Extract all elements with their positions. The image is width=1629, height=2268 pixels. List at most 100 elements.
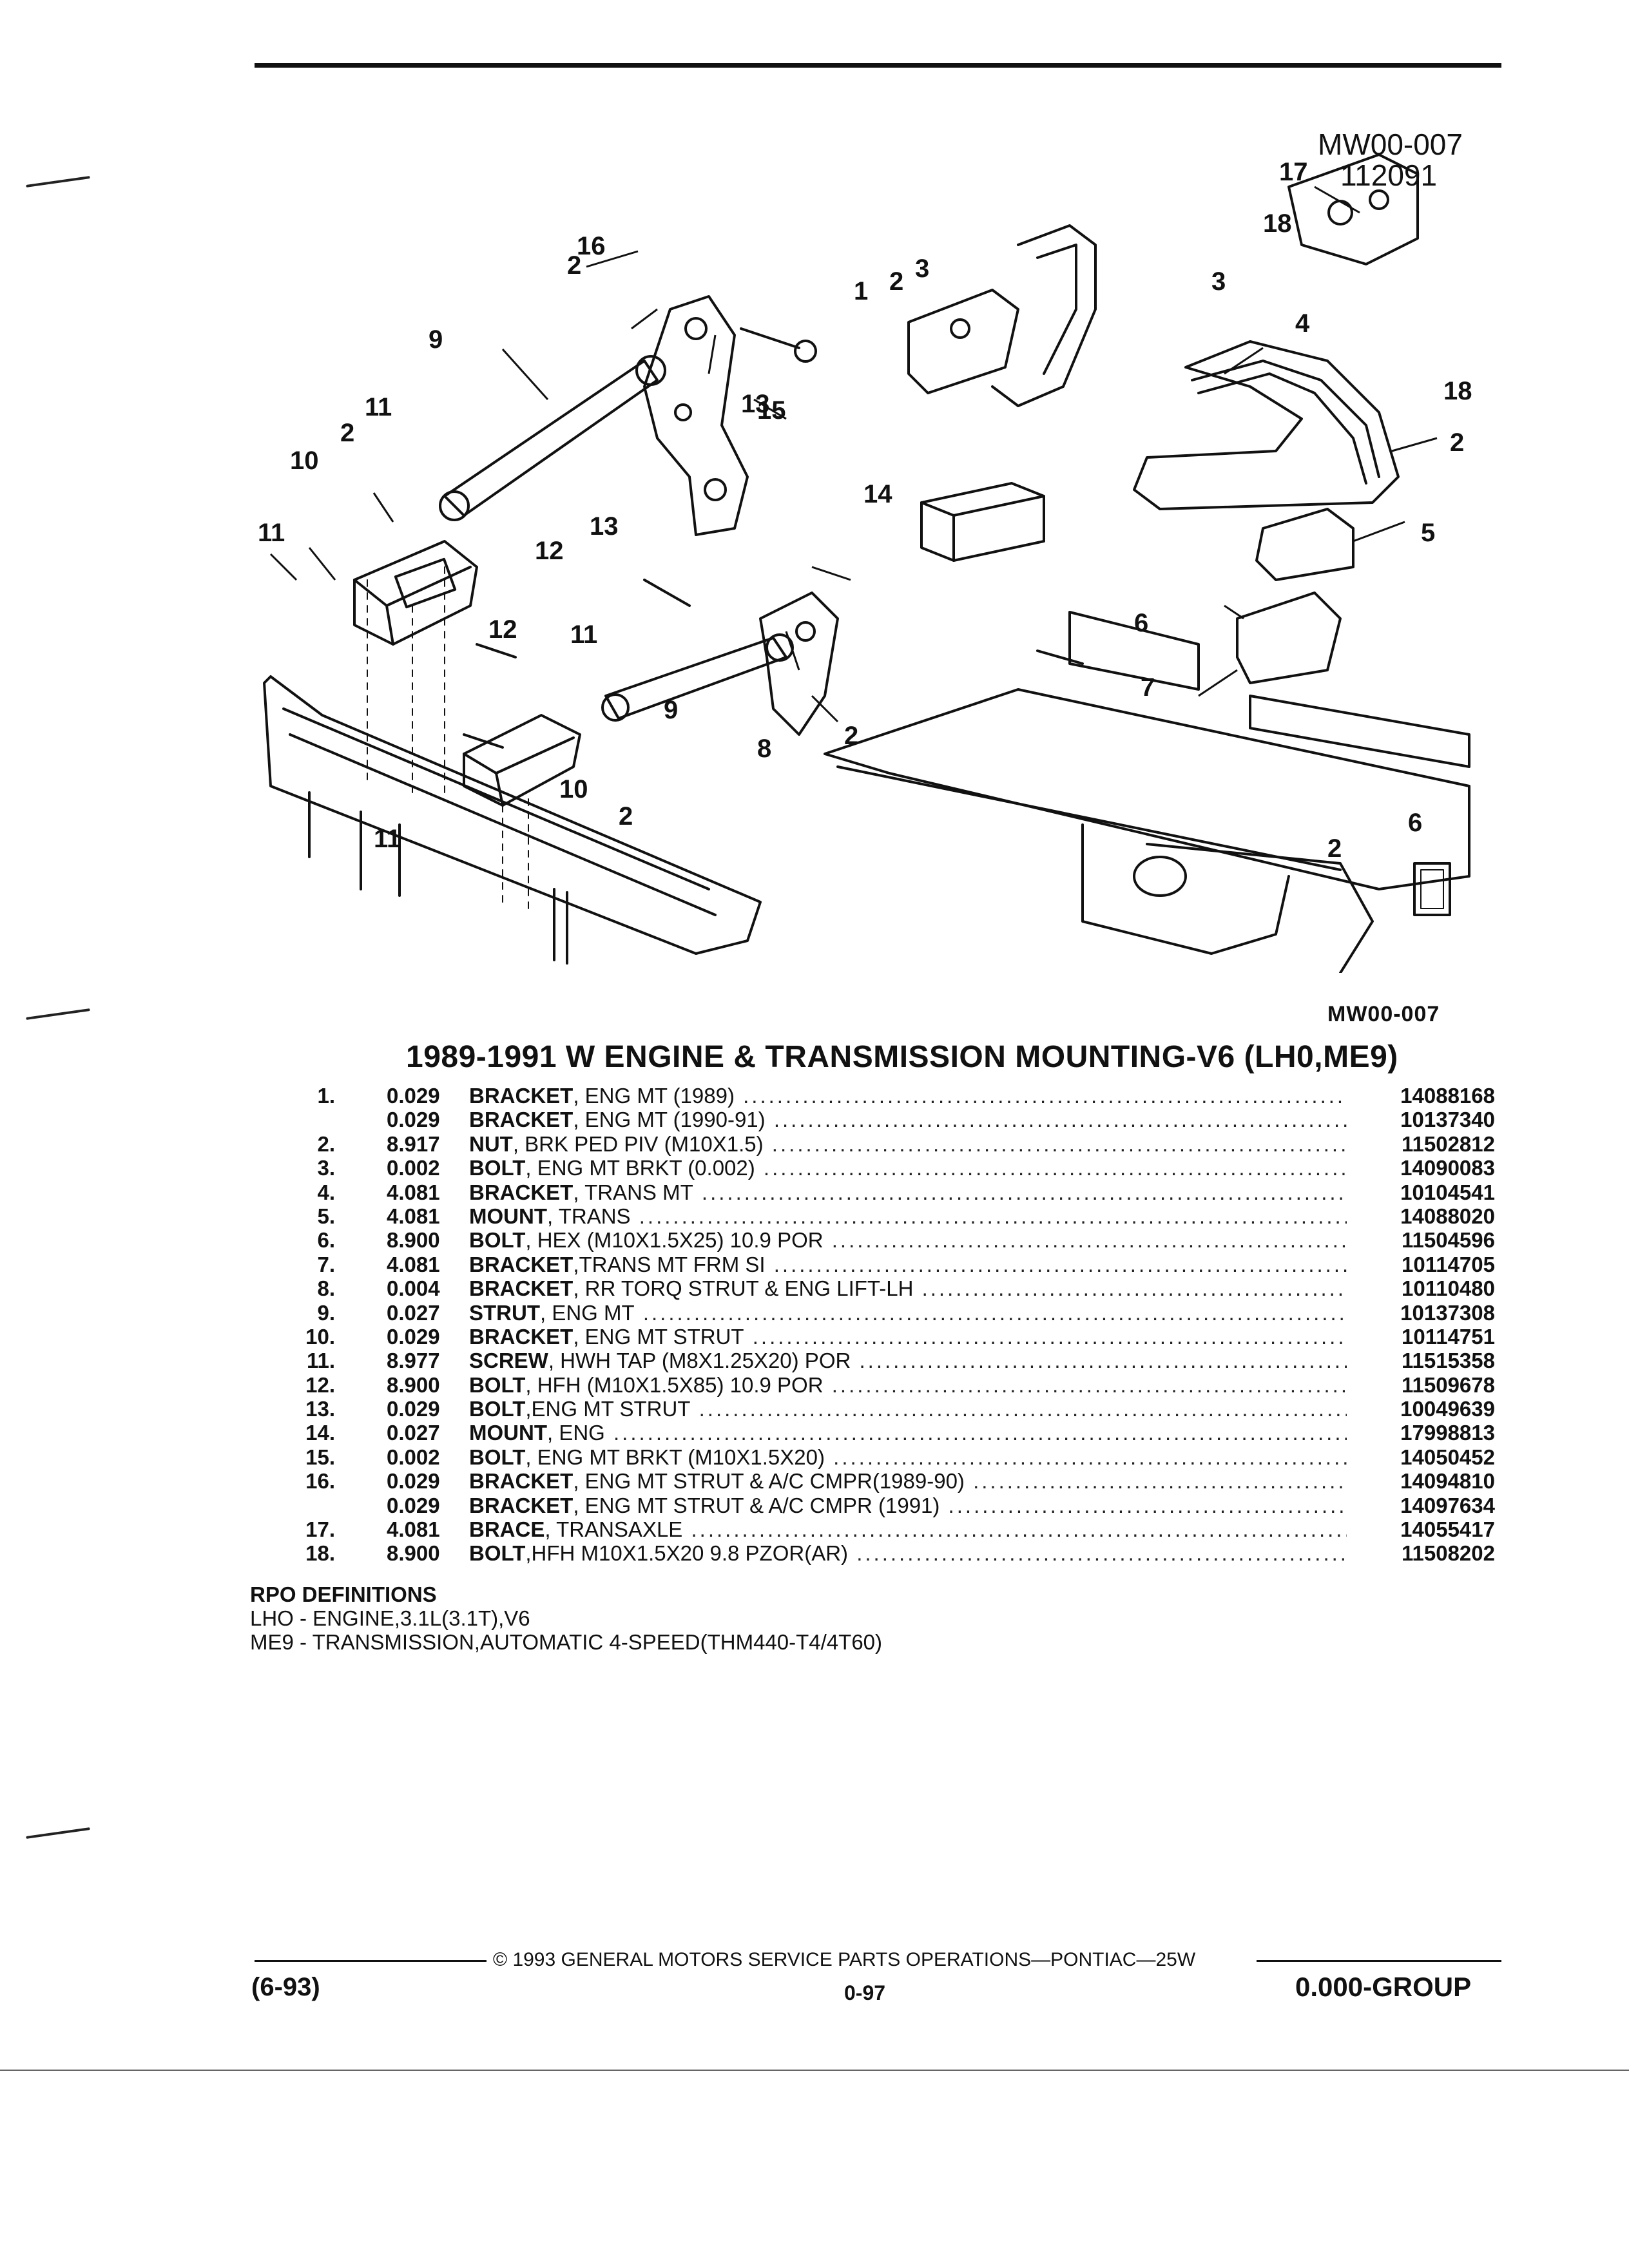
figure-id: MW00-007: [1318, 128, 1463, 161]
leader-dots: ........................................…: [642, 1300, 1347, 1325]
catalog-code: 8.900: [387, 1228, 440, 1253]
part-number: 11504596: [1401, 1228, 1495, 1253]
catalog-code: 8.917: [387, 1131, 440, 1156]
leader-dots: ........................................…: [856, 1541, 1347, 1566]
part-description: BOLT,HFH M10X1.5X20 9.8 PZOR(AR) .......…: [469, 1541, 1347, 1566]
leader-dots: ........................................…: [743, 1084, 1347, 1108]
catalog-code: 0.029: [387, 1108, 440, 1132]
part-number: 17998813: [1400, 1421, 1495, 1445]
callout-18: 18: [1263, 209, 1292, 238]
catalog-code: 8.900: [387, 1372, 440, 1397]
part-name: BRACKET: [469, 1493, 574, 1517]
part-name: BRACKET: [469, 1084, 574, 1108]
item-number: 13.: [305, 1397, 335, 1421]
item-number: 9.: [317, 1300, 335, 1325]
callout-11: 11: [570, 620, 597, 649]
catalog-code: 4.081: [387, 1204, 440, 1228]
leader-dots: ........................................…: [833, 1445, 1347, 1469]
leader-dots: ........................................…: [948, 1493, 1347, 1517]
part-description: BOLT, HEX (M10X1.5X25) 10.9 POR ........…: [469, 1228, 1347, 1253]
catalog-code: 4.081: [387, 1517, 440, 1542]
rpo-definitions: RPO DEFINITIONS LHO - ENGINE,3.1L(3.1T),…: [250, 1582, 882, 1654]
footer-date-code: (6-93): [251, 1973, 320, 2001]
part-description: BRACKET, ENG MT STRUT ..................…: [469, 1325, 1347, 1349]
part-number: 10114751: [1401, 1324, 1495, 1349]
callout-7: 7: [1141, 673, 1155, 702]
item-number: 1.: [317, 1084, 335, 1108]
part-spec: , RR TORQ STRUT & ENG LIFT-LH: [573, 1276, 914, 1301]
catalog-code: 0.029: [387, 1084, 440, 1108]
part-name: BRACKET: [469, 1276, 574, 1301]
part-description: BRACKET, ENG MT (1990-91) ..............…: [469, 1108, 1347, 1132]
catalog-code: 4.081: [387, 1180, 440, 1204]
leader-dots: ........................................…: [699, 1397, 1347, 1421]
callout-9: 9: [664, 696, 678, 724]
part-name: MOUNT: [469, 1421, 547, 1445]
part-description: NUT, BRK PED PIV (M10X1.5) .............…: [469, 1132, 1347, 1157]
footer-rule-right: [1257, 1960, 1501, 1962]
callout-15: 15: [757, 396, 786, 425]
callout-11: 11: [365, 393, 392, 421]
part-name: BRACKET: [469, 1469, 574, 1494]
footer-group: 0.000-GROUP: [1295, 1972, 1472, 2002]
part-description: BOLT, ENG MT BRKT (M10X1.5X20) .........…: [469, 1445, 1347, 1470]
rpo-heading: RPO DEFINITIONS: [250, 1582, 437, 1606]
part-spec: , ENG MT BRKT (0.002): [525, 1156, 755, 1180]
callout-3: 3: [915, 255, 929, 283]
part-spec: , ENG MT STRUT & A/C CMPR (1991): [573, 1493, 940, 1517]
item-number: 12.: [305, 1372, 335, 1397]
part-description: MOUNT, ENG .............................…: [469, 1421, 1347, 1445]
leader-dots: ........................................…: [771, 1131, 1347, 1156]
leader-dots: ........................................…: [701, 1180, 1347, 1204]
part-number: 10137308: [1400, 1300, 1495, 1325]
part-spec: , ENG MT: [540, 1300, 635, 1325]
catalog-code: 0.002: [387, 1445, 440, 1469]
leader-dots: ........................................…: [859, 1349, 1347, 1373]
callout-2: 2: [889, 267, 903, 296]
part-spec: , ENG: [546, 1421, 605, 1445]
part-number: 14088020: [1400, 1204, 1495, 1228]
part-description: STRUT, ENG MT ..........................…: [469, 1301, 1347, 1325]
part-spec: , ENG MT STRUT & A/C CMPR(1989-90): [573, 1469, 965, 1494]
catalog-code: 0.029: [387, 1493, 440, 1517]
callout-11: 11: [374, 825, 401, 853]
callout-17: 17: [1279, 158, 1308, 186]
footer-rule-left: [255, 1960, 487, 1962]
part-description: BOLT, HFH (M10X1.5X85) 10.9 POR ........…: [469, 1373, 1347, 1398]
part-description: BRACE, TRANSAXLE .......................…: [469, 1517, 1347, 1542]
part-number: 10110480: [1401, 1276, 1495, 1301]
part-name: BOLT: [469, 1445, 526, 1469]
part-description: BRACKET, ENG MT (1989) .................…: [469, 1084, 1347, 1108]
callout-11: 11: [258, 519, 285, 547]
exploded-view-diagram: 16 2 9 11 2 10 11 12 13 13 12 11 9 8 10 …: [258, 128, 1472, 973]
part-number: 10114705: [1401, 1252, 1495, 1276]
part-number: 14055417: [1400, 1517, 1495, 1542]
part-spec: ,ENG MT STRUT: [525, 1397, 691, 1421]
part-name: BOLT: [469, 1228, 526, 1253]
part-name: BOLT: [469, 1397, 526, 1421]
catalog-code: 4.081: [387, 1252, 440, 1276]
leader-dots: ........................................…: [973, 1469, 1347, 1494]
part-number: 14088168: [1400, 1084, 1495, 1108]
part-number: 14050452: [1400, 1445, 1495, 1469]
leader-dots: ........................................…: [639, 1204, 1347, 1228]
part-description: BRACKET, ENG MT STRUT & A/C CMPR(1989-90…: [469, 1469, 1347, 1494]
catalog-code: 8.977: [387, 1349, 440, 1373]
footer-copyright: © 1993 GENERAL MOTORS SERVICE PARTS OPER…: [493, 1949, 1196, 1970]
callout-6: 6: [1408, 809, 1422, 837]
part-name: SCREW: [469, 1349, 548, 1373]
part-name: BRACKET: [469, 1108, 574, 1132]
callout-4: 4: [1295, 309, 1310, 338]
item-number: 18.: [305, 1541, 335, 1566]
part-spec: ,HFH M10X1.5X20 9.8 PZOR(AR): [525, 1541, 849, 1566]
part-description: BRACKET, RR TORQ STRUT & ENG LIFT-LH ...…: [469, 1276, 1347, 1301]
callout-10: 10: [290, 447, 319, 475]
